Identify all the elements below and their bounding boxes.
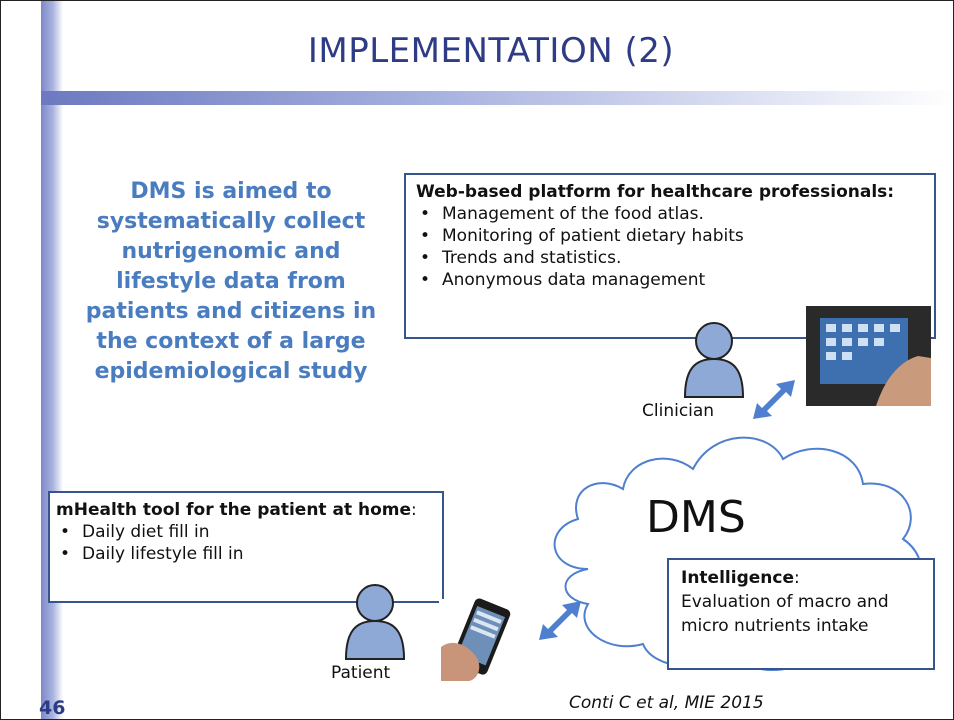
list-item: Trends and statistics. xyxy=(416,247,926,269)
mhealth-list: Daily diet fill in Daily lifestyle fill … xyxy=(56,521,434,565)
mhealth-heading: mHealth tool for the patient at home xyxy=(56,500,412,520)
cloud-label: DMS xyxy=(646,492,746,543)
slide-number: 46 xyxy=(39,697,66,719)
citation: Conti C et al, MIE 2015 xyxy=(569,693,764,713)
list-item: Daily lifestyle fill in xyxy=(56,543,434,565)
smartphone-image-icon xyxy=(439,598,513,681)
intelligence-heading-row: Intelligence: xyxy=(681,566,923,590)
list-item: Monitoring of patient dietary habits xyxy=(416,225,926,247)
list-item: Daily diet fill in xyxy=(56,521,434,543)
intelligence-heading-suffix: : xyxy=(793,568,800,588)
clinician-arrow-icon xyxy=(753,380,795,419)
patient-arrow-icon xyxy=(539,601,581,640)
patient-label: Patient xyxy=(331,663,391,683)
patient-person-icon xyxy=(344,584,406,660)
intelligence-heading: Intelligence xyxy=(681,568,794,588)
tablet-image-icon xyxy=(806,306,931,406)
mhealth-heading-suffix: : xyxy=(411,500,417,520)
web-platform-heading: Web-based platform for healthcare profes… xyxy=(416,182,895,202)
clinician-label: Clinician xyxy=(642,401,715,421)
list-item: Management of the food atlas. xyxy=(416,203,926,225)
title-underline-band xyxy=(41,91,953,105)
clinician-person-icon xyxy=(683,322,745,398)
slide-title: IMPLEMENTATION (2) xyxy=(307,31,675,71)
intelligence-text: Evaluation of macro and micro nutrients … xyxy=(681,592,889,636)
intro-statement: DMS is aimed to systematically collect n… xyxy=(85,179,377,384)
list-item: Anonymous data management xyxy=(416,269,926,291)
mhealth-heading-row: mHealth tool for the patient at home: xyxy=(56,499,434,521)
intelligence-box: Intelligence: Evaluation of macro and mi… xyxy=(667,558,935,670)
left-accent-band xyxy=(41,1,63,719)
web-platform-list: Management of the food atlas. Monitoring… xyxy=(416,203,926,291)
